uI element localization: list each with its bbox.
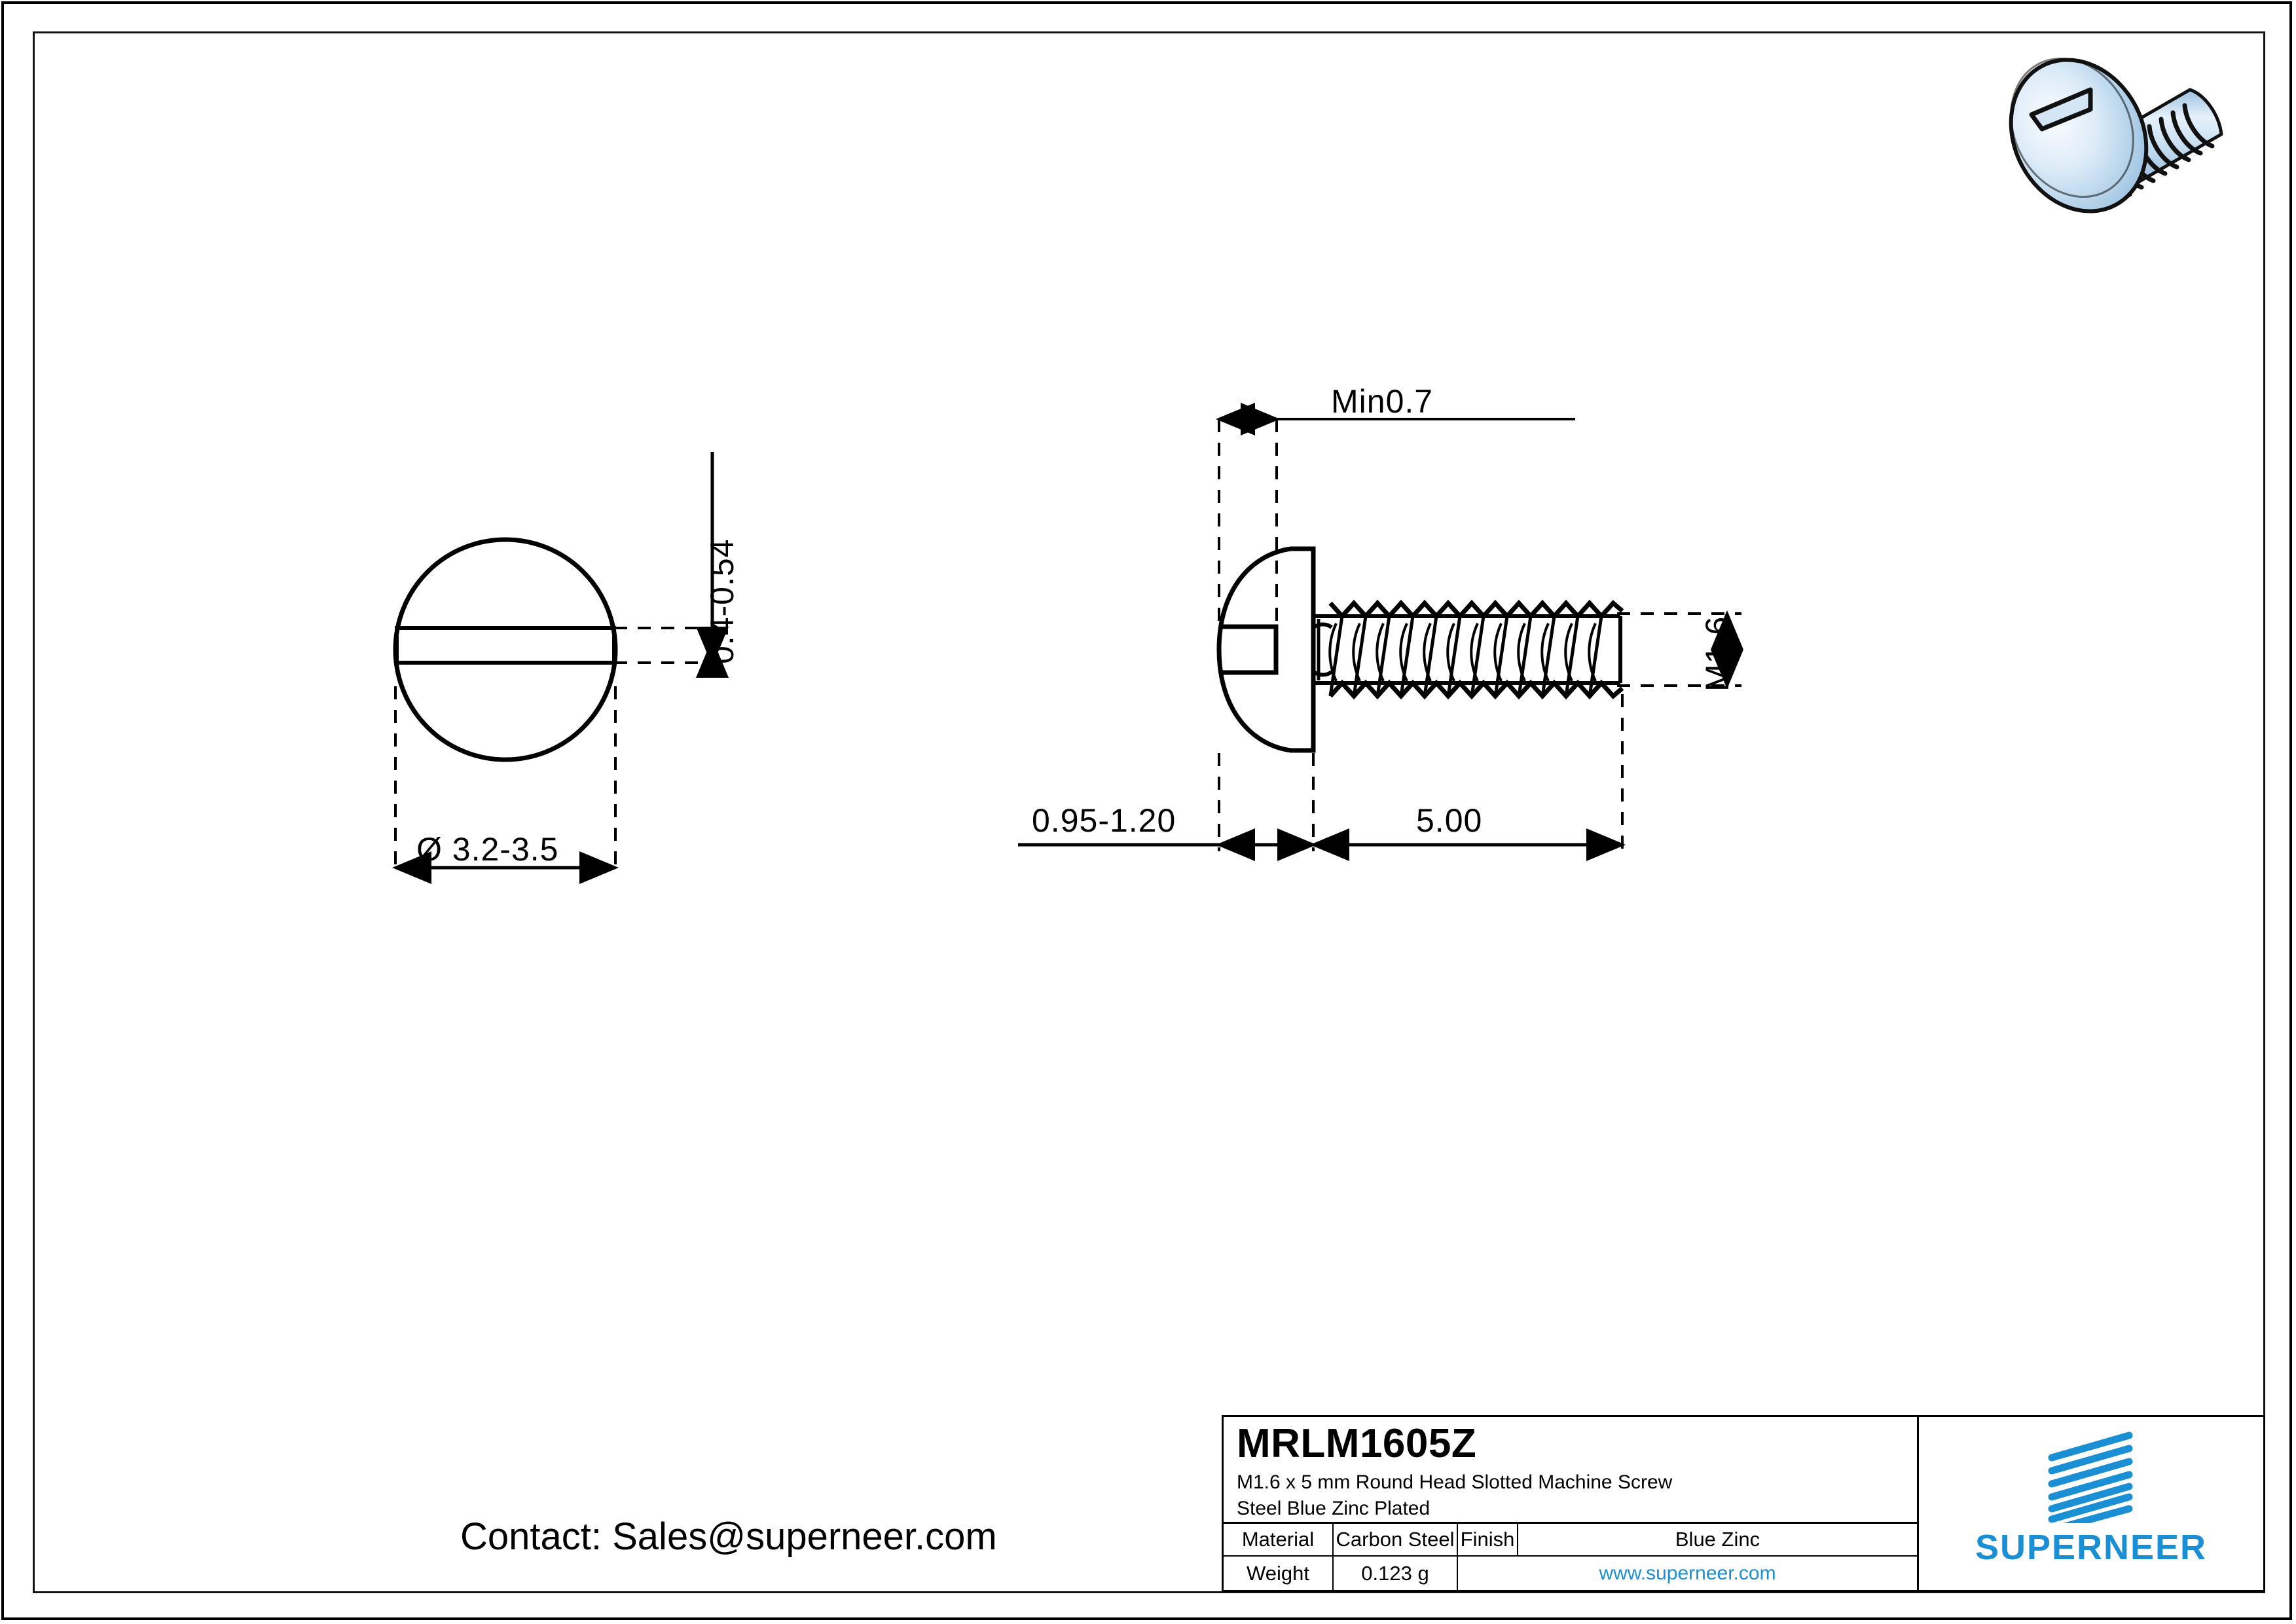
superneer-mark-icon xyxy=(2048,1431,2133,1523)
thread-size-label: M1.6 xyxy=(1699,616,1736,692)
slot-depth-label: 0.4-0.54 xyxy=(704,538,740,664)
sheet-inner-border xyxy=(33,31,2265,1593)
table-row: Material Carbon Steel Finish Blue Zinc xyxy=(1224,1523,1917,1557)
material-value: Carbon Steel xyxy=(1334,1523,1458,1556)
part-number: MRLM1605Z xyxy=(1237,1421,1477,1466)
part-description-line-1: M1.6 x 5 mm Round Head Slotted Machine S… xyxy=(1237,1471,1673,1494)
company-logo: SUPERNEER xyxy=(1919,1417,2263,1590)
weight-value: 0.123 g xyxy=(1334,1557,1458,1590)
title-block-spec-table: Material Carbon Steel Finish Blue Zinc W… xyxy=(1224,1523,1917,1590)
slot-width-label: Min0.7 xyxy=(1331,383,1434,420)
material-label: Material xyxy=(1224,1523,1334,1556)
table-row: Weight 0.123 g www.superneer.com xyxy=(1224,1557,1917,1590)
finish-value: Blue Zinc xyxy=(1675,1528,1760,1551)
head-height-label: 0.95-1.20 xyxy=(1032,802,1176,839)
contact-text: Contact: Sales@superneer.com xyxy=(460,1515,997,1558)
finish-label: Finish xyxy=(1458,1523,1518,1556)
head-diameter-label: Ø 3.2-3.5 xyxy=(416,831,559,868)
title-block-header: MRLM1605Z M1.6 x 5 mm Round Head Slotted… xyxy=(1224,1417,1917,1524)
title-block-left: MRLM1605Z M1.6 x 5 mm Round Head Slotted… xyxy=(1224,1417,1919,1590)
screw-3d-render xyxy=(2009,57,2223,213)
weight-label: Weight xyxy=(1224,1557,1334,1590)
thread-length-label: 5.00 xyxy=(1416,802,1483,839)
website-link[interactable]: www.superneer.com xyxy=(1599,1562,1776,1584)
title-block: MRLM1605Z M1.6 x 5 mm Round Head Slotted… xyxy=(1222,1415,2265,1592)
render-head xyxy=(2009,57,2149,213)
superneer-wordmark: SUPERNEER xyxy=(1975,1528,2208,1567)
part-description-line-2: Steel Blue Zinc Plated xyxy=(1237,1498,1430,1520)
